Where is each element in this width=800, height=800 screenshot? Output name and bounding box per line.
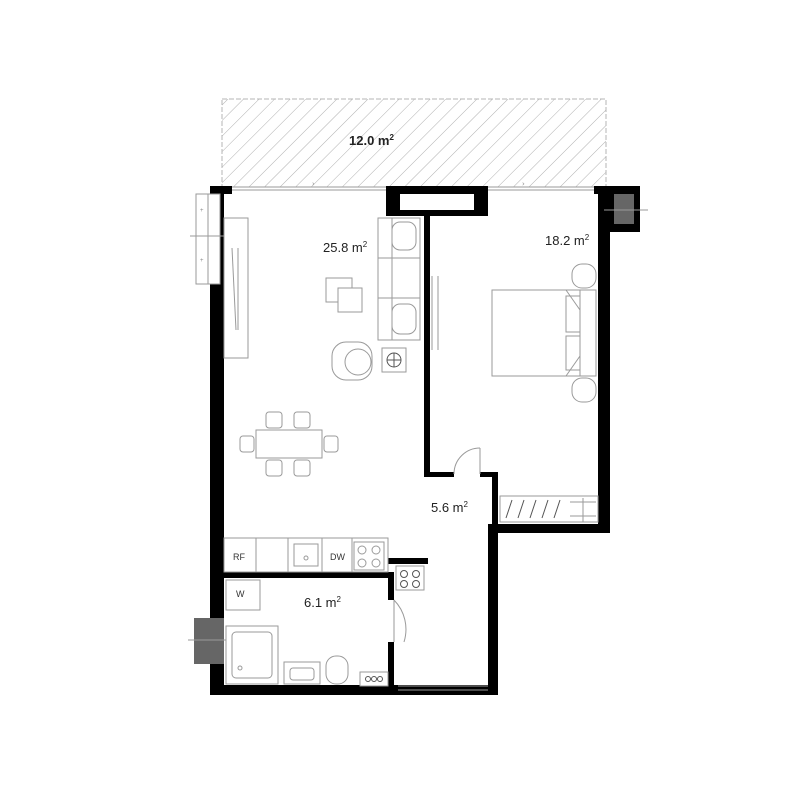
- bathroom-sink: [283, 661, 321, 685]
- side-table: [381, 347, 407, 373]
- right-column: [604, 186, 648, 232]
- balcony: 12.0 m2: [221, 98, 607, 188]
- wall-bedroom-bottom: [488, 524, 608, 533]
- top-windows: › ›: [232, 180, 594, 191]
- tv-console: [223, 217, 249, 359]
- coffee-table: [325, 277, 363, 313]
- bathroom-area-label: 6.1 m2: [304, 595, 342, 610]
- wardrobe: [499, 495, 599, 523]
- nightstand-bottom: [571, 377, 597, 403]
- wall-kitchen-bathroom: [220, 572, 394, 578]
- toilet: [325, 655, 349, 685]
- kitchen-sink: [293, 543, 319, 567]
- svg-text:+: +: [200, 208, 204, 214]
- hall-area-label: 5.6 m2: [431, 500, 469, 515]
- kitchen: RF DW: [223, 537, 389, 573]
- bathroom-fixtures: W: [225, 579, 407, 687]
- living-area-label: 25.8 m2: [323, 240, 368, 255]
- washer: [225, 579, 261, 611]
- sofa: [377, 217, 421, 341]
- wall-bottom: [210, 685, 498, 695]
- wall-living-bedroom: [424, 210, 430, 476]
- walls: [210, 186, 610, 695]
- wall-hall-right: [488, 530, 498, 695]
- refrigerator-label: RF: [233, 552, 245, 562]
- nightstand-top: [571, 263, 597, 289]
- left-radiator: + +: [190, 193, 249, 359]
- armchair: [331, 341, 373, 381]
- bedroom-furniture: [431, 263, 599, 523]
- dishwasher-label: DW: [330, 552, 345, 562]
- bedroom-area-label: 18.2 m2: [545, 233, 590, 248]
- wall-right: [598, 186, 610, 533]
- washer-label: W: [236, 589, 245, 599]
- dining-table: [239, 411, 339, 477]
- bathroom-column: [188, 618, 230, 664]
- svg-text:›: ›: [312, 180, 315, 188]
- svg-text:+: +: [200, 258, 204, 264]
- wall-left: [210, 186, 224, 695]
- svg-text:›: ›: [522, 180, 525, 188]
- balcony-area-label: 12.0 m2: [349, 133, 394, 148]
- bathroom-cabinet: [359, 671, 389, 687]
- hall-cabinet: [395, 565, 425, 591]
- doors: [398, 447, 488, 691]
